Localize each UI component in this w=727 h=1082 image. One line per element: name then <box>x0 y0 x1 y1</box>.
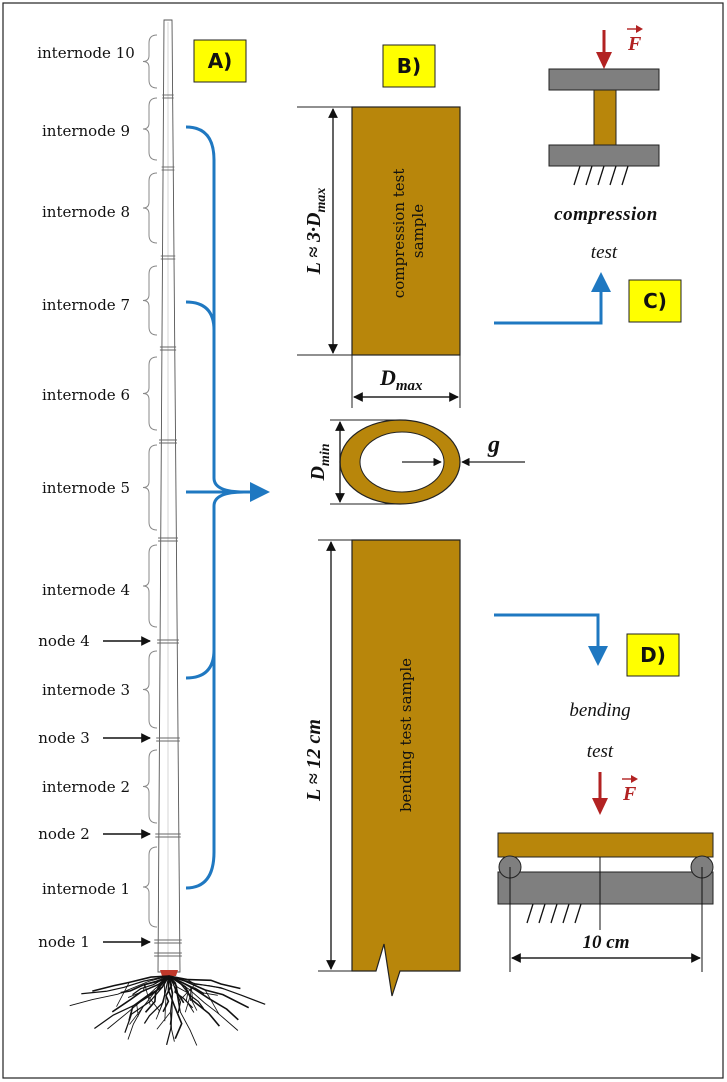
compression-sample <box>351 106 461 356</box>
compression-ground-hatch <box>573 165 629 186</box>
badge-d: D) <box>626 633 680 677</box>
compression-lower-plate <box>548 144 660 167</box>
badge-a-text: A) <box>208 49 233 73</box>
stem-label-internode: internode 9 <box>42 122 130 140</box>
roots <box>69 970 266 1046</box>
route-to-compression <box>494 282 603 325</box>
stem-label-node: node 2 <box>38 825 89 843</box>
internode-braces <box>142 34 158 928</box>
internode-brace <box>142 544 158 628</box>
route-to-compression-head <box>591 272 611 292</box>
bending-force-label: F <box>622 783 637 805</box>
bending-base <box>497 871 714 905</box>
panel-c: F compression test <box>548 25 660 263</box>
bending-caption-line2: test <box>587 741 614 762</box>
bending-force-head <box>592 798 608 815</box>
compression-upper-plate <box>548 68 660 91</box>
internode-brace <box>142 749 158 824</box>
internode-brace <box>142 172 158 244</box>
sampling-brace-branch-lower <box>185 649 216 680</box>
stem-label-node: node 4 <box>38 632 89 650</box>
compression-sample-label: compression test sample <box>390 164 427 298</box>
bending-sample <box>351 539 461 997</box>
compression-force-label: F <box>627 33 642 55</box>
sampling-arrow-head <box>250 482 270 502</box>
route-to-bending-head <box>588 646 608 666</box>
internode-brace <box>142 650 158 729</box>
panel-a: internode 10 internode 9 internode 8 intern… <box>37 19 270 1046</box>
badge-b-text: B) <box>397 54 421 78</box>
stem-label-internode: internode 8 <box>42 203 130 221</box>
internode-brace <box>142 265 158 336</box>
badge-a: A) <box>193 39 247 83</box>
stem-label-internode: internode 2 <box>42 778 130 796</box>
stem-label-internode: internode 4 <box>42 581 130 599</box>
bending-beam <box>497 832 714 858</box>
badge-d-text: D) <box>640 643 666 667</box>
stem-label-internode: internode 10 <box>37 44 135 62</box>
panel-b: compression test sample L ≈ 3·Dmax Dmax … <box>297 106 525 997</box>
compression-width-label: Dmax <box>379 365 423 394</box>
badge-c: C) <box>628 279 682 323</box>
bamboo-culm <box>157 19 181 973</box>
stem-label-internode: internode 7 <box>42 296 130 314</box>
panel-d: bending test F 10 cm <box>497 700 714 972</box>
compression-specimen <box>593 89 617 146</box>
internode-brace <box>142 97 158 161</box>
compression-caption-line2: test <box>591 242 618 263</box>
internode-brace <box>142 846 158 928</box>
cross-section-diameter-label: Dmin <box>307 443 333 481</box>
bending-sample-label: bending test sample <box>397 658 415 812</box>
internode-brace <box>142 356 158 431</box>
compression-force-head <box>596 52 612 69</box>
compression-length-label: L ≈ 3·Dmax <box>303 188 329 276</box>
stem-label-internode: internode 3 <box>42 681 130 699</box>
badge-b: B) <box>382 44 436 88</box>
bending-length-label: L ≈ 12 cm <box>303 719 325 802</box>
stem-label-internode: internode 5 <box>42 479 130 497</box>
stem-labels: internode 10 internode 9 internode 8 intern… <box>37 44 151 951</box>
bending-ground-hatch <box>526 903 582 924</box>
internode-brace <box>142 444 158 531</box>
culm-nodes <box>154 94 182 957</box>
stem-label-internode: internode 1 <box>42 880 130 898</box>
sampling-brace <box>185 125 245 890</box>
stem-label-node: node 3 <box>38 729 89 747</box>
internode-brace <box>142 34 158 89</box>
bending-caption-line1: bending <box>569 700 630 721</box>
sampling-brace-branch-upper <box>185 300 216 331</box>
thickness-label: g <box>487 432 500 458</box>
stem-label-node: node 1 <box>38 933 89 951</box>
bending-span-label: 10 cm <box>583 932 630 953</box>
route-to-bending <box>494 613 600 655</box>
compression-caption-line1: compression <box>554 204 658 225</box>
stem-label-internode: internode 6 <box>42 386 130 404</box>
badge-c-text: C) <box>643 289 667 313</box>
